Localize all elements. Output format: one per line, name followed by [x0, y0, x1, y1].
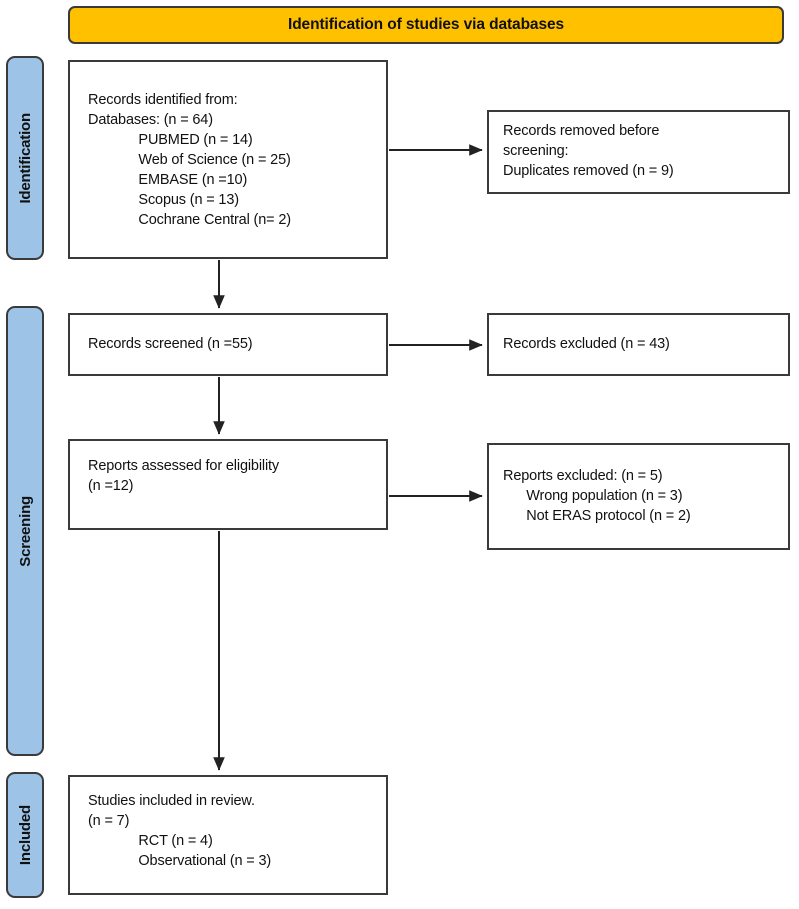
box-records-screened-text: Records screened (n =55) — [88, 336, 253, 352]
box-records-identified: Records identified from: Databases: (n =… — [68, 60, 388, 259]
box-records-screened: Records screened (n =55) — [68, 313, 388, 376]
box-reports-excluded-text: Reports excluded: (n = 5) Wrong populati… — [503, 468, 691, 524]
box-records-removed: Records removed before screening: Duplic… — [487, 110, 790, 194]
box-studies-included: Studies included in review. (n = 7) RCT … — [68, 775, 388, 895]
box-records-removed-text: Records removed before screening: Duplic… — [503, 123, 674, 179]
banner-title: Identification of studies via databases — [287, 16, 565, 34]
box-reports-excluded: Reports excluded: (n = 5) Wrong populati… — [487, 443, 790, 550]
stage-rail-included: Included — [6, 772, 44, 898]
stage-rail-identification: Identification — [6, 56, 44, 260]
box-records-identified-text: Records identified from: Databases: (n =… — [88, 92, 291, 228]
box-studies-included-text: Studies included in review. (n = 7) RCT … — [88, 793, 272, 869]
stage-rail-screening: Screening — [6, 306, 44, 756]
diagram-header-banner: Identification of studies via databases — [68, 6, 784, 44]
box-reports-assessed-eligibility: Reports assessed for eligibility (n =12) — [68, 439, 388, 530]
stage-rail-label-identification: Identification — [16, 112, 34, 204]
box-records-excluded: Records excluded (n = 43) — [487, 313, 790, 376]
stage-rail-label-included: Included — [16, 804, 34, 866]
stage-rail-label-screening: Screening — [16, 495, 34, 567]
box-reports-assessed-eligibility-text: Reports assessed for eligibility (n =12) — [88, 458, 280, 494]
box-records-excluded-text: Records excluded (n = 43) — [503, 336, 670, 352]
